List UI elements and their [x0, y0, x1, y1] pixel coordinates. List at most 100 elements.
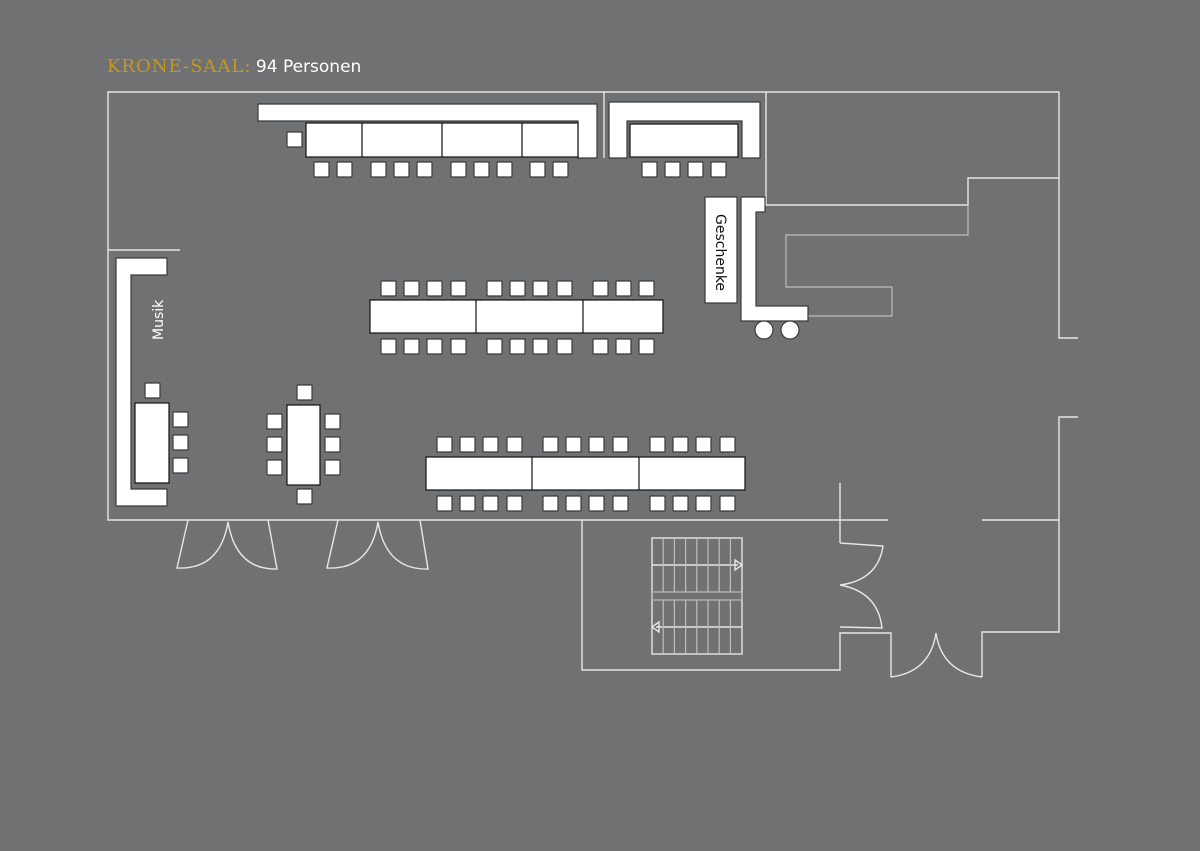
chair	[324, 436, 341, 453]
chair	[638, 338, 655, 355]
chair	[286, 131, 303, 148]
chair	[592, 280, 609, 297]
chair	[556, 280, 573, 297]
chair	[506, 436, 523, 453]
staircase	[650, 537, 744, 655]
chair	[641, 161, 658, 178]
gifts-label: Geschenke	[712, 214, 728, 291]
chair	[266, 436, 283, 453]
chair	[506, 495, 523, 512]
chair	[664, 161, 681, 178]
chair	[486, 280, 503, 297]
chair	[710, 161, 727, 178]
wall-entrance	[581, 520, 892, 677]
chair	[380, 280, 397, 297]
chair	[672, 436, 689, 453]
bar-counter-2	[608, 101, 761, 159]
chair	[459, 436, 476, 453]
round-stand	[754, 320, 774, 340]
chair	[615, 280, 632, 297]
chair	[450, 280, 467, 297]
chair	[496, 161, 513, 178]
chair	[719, 436, 736, 453]
wall-right-lower	[981, 416, 1078, 677]
chair	[296, 384, 313, 401]
chair	[552, 161, 569, 178]
music-label: Musik	[151, 299, 167, 340]
chair	[615, 338, 632, 355]
wall-upper-right	[765, 92, 1059, 206]
table	[286, 404, 321, 486]
chair	[588, 495, 605, 512]
chair	[172, 411, 189, 428]
chair	[403, 338, 420, 355]
chair	[565, 436, 582, 453]
door-entrance[interactable]	[890, 632, 983, 678]
chair	[450, 338, 467, 355]
door-left-1[interactable]	[176, 519, 278, 570]
door-left-2[interactable]	[326, 519, 429, 570]
chair	[324, 459, 341, 476]
chair	[172, 434, 189, 451]
round-stand	[780, 320, 800, 340]
chair	[144, 382, 161, 399]
chair	[588, 436, 605, 453]
chair	[556, 338, 573, 355]
chair	[324, 413, 341, 430]
bar-counter-1	[257, 103, 598, 159]
table	[134, 402, 170, 484]
chair	[592, 338, 609, 355]
capacity-text: 94 Personen	[255, 57, 362, 77]
chair	[542, 436, 559, 453]
chair	[313, 161, 330, 178]
chair	[436, 495, 453, 512]
chair	[393, 161, 410, 178]
wall-left	[107, 250, 888, 521]
chair	[426, 338, 443, 355]
chair	[612, 495, 629, 512]
chair	[473, 161, 490, 178]
chair	[266, 459, 283, 476]
wall-main	[107, 91, 1078, 339]
music-stage	[115, 257, 168, 507]
chair	[486, 338, 503, 355]
chair	[612, 436, 629, 453]
table	[425, 456, 746, 491]
walls	[107, 91, 1078, 678]
hall-name: KRONE-SAAL:	[107, 56, 252, 77]
chair	[565, 495, 582, 512]
buffet-counter	[740, 196, 809, 322]
chair	[638, 280, 655, 297]
chair	[532, 280, 549, 297]
chair	[482, 495, 499, 512]
chair	[532, 338, 549, 355]
chair	[336, 161, 353, 178]
chair	[529, 161, 546, 178]
chair	[649, 436, 666, 453]
chair	[719, 495, 736, 512]
chair	[509, 338, 526, 355]
chair	[672, 495, 689, 512]
chair	[266, 413, 283, 430]
table	[369, 299, 664, 334]
chair	[687, 161, 704, 178]
chair	[649, 495, 666, 512]
chair	[416, 161, 433, 178]
door-side[interactable]	[839, 542, 884, 629]
chair	[542, 495, 559, 512]
bar-table-2	[629, 123, 739, 158]
chair	[426, 280, 443, 297]
chair	[403, 280, 420, 297]
chair	[695, 495, 712, 512]
chair	[296, 488, 313, 505]
wall-corridor	[785, 205, 969, 317]
chair	[370, 161, 387, 178]
chair	[459, 495, 476, 512]
chair	[482, 436, 499, 453]
chair	[695, 436, 712, 453]
chair	[436, 436, 453, 453]
plan-title: KRONE-SAAL: 94 Personen	[107, 56, 361, 77]
chair	[172, 457, 189, 474]
gift-table	[704, 196, 738, 304]
